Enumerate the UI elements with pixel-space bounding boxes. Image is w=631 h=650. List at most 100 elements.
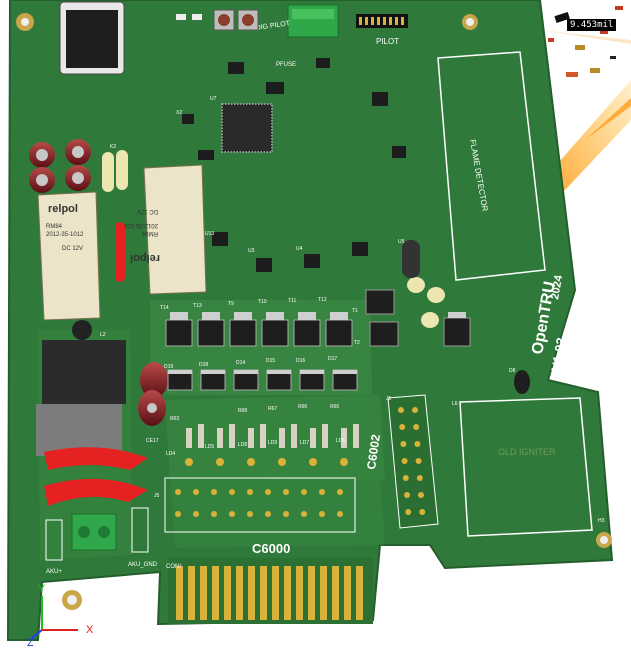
mosfet [261,319,289,347]
mosfet [229,319,257,347]
electrolytic-caps [29,139,168,426]
silkscreen-label: U13 [205,231,214,237]
header-pin [229,489,235,495]
silkscreen-label: LD6 [336,438,345,444]
diode-band [234,370,258,374]
axial-components [102,150,445,328]
aku-gnd-label: AKU_GND [128,562,158,568]
pin-header-j1: C6002 [364,394,439,529]
pin-header-j5 [164,477,356,533]
silkscreen-label: D8 [509,368,516,374]
resistor [229,424,235,448]
svg-text:relpol: relpol [130,252,160,264]
diode-band [168,370,192,374]
header-pin [337,489,343,495]
mosfet-tab [202,312,220,320]
header-pin [265,489,271,495]
svg-text:2012-35-1012: 2012-35-1012 [46,232,84,238]
silkscreen-label: K2 [110,144,116,150]
resistor [322,424,328,448]
silkscreen-label: U7 [210,96,217,102]
silkscreen-label: T10 [258,299,267,305]
silkscreen-label: J1 [386,396,392,402]
led-pad [247,458,255,466]
silkscreen-label: T12 [318,297,327,303]
svg-text:RM84: RM84 [141,230,158,236]
terminal-block: AKU+ AKU_GND CONI [45,507,181,575]
header-pin [402,475,409,481]
silkscreen-label: R68 [238,408,247,414]
axis-gizmo: Z Y X [27,583,94,649]
svg-text:2012-35-1012: 2012-35-1012 [120,222,158,228]
axis-z-label: Z [27,637,34,649]
header-pin [283,511,289,517]
header-pin [419,509,426,515]
edge-finger [248,566,255,620]
edge-finger [308,566,315,620]
silkscreen-label: T14 [160,305,169,311]
resistor [186,428,192,448]
measurement-readout: 9.453mil [567,19,617,31]
header-pin [301,511,307,517]
header-pin [398,407,404,413]
header-pin [175,511,181,517]
svg-text:DC 12V: DC 12V [62,246,83,252]
silkscreen-label: LD9 [268,440,277,446]
silkscreen-label: U5 [398,239,405,245]
resistor [260,424,266,448]
header-pin [399,424,406,430]
edge-finger [212,566,219,620]
header-pin [175,489,181,495]
pilot-label: PILOT [376,37,399,46]
header-pin [247,489,253,495]
header-pin [401,17,404,25]
relay-left: relpol RM84 2012-35-1012 DC 12V [37,191,101,321]
resistor [217,428,223,448]
silkscreen-label: L6 [452,401,458,407]
header-pin [319,489,325,495]
old-igniter-label: OLD IGNITER [498,447,556,457]
resistor [291,424,297,448]
mosfet [165,319,193,347]
header-pin [283,489,289,495]
diode-band [333,370,357,374]
edge-finger [296,566,303,620]
header-pin [365,17,368,25]
resistor [310,428,316,448]
silkscreen-label: R66 [298,404,307,410]
silkscreen-label: U3 [248,248,255,254]
led-pad [309,458,317,466]
led-pad [185,458,193,466]
silkscreen-label: T11 [288,298,296,304]
silkscreen-label: T9 [228,301,234,307]
header-label: C6002 [364,433,383,470]
header-pin [229,511,235,517]
led-pad [340,458,348,466]
led-pad [216,458,224,466]
header-pin [415,458,422,464]
edge-finger [200,566,207,620]
header-pin [193,511,199,517]
diode-band [267,370,291,374]
edge-finger [224,566,231,620]
header-pin [337,511,343,517]
edge-finger [320,566,327,620]
header-pin [301,489,307,495]
silkscreen-label: D17 [328,356,337,362]
resistor [341,428,347,448]
pfuse-label: PFUSE [276,62,296,68]
resistor [353,424,359,448]
edge-connector-label: C6000 [252,541,290,556]
header-pin [211,489,217,495]
header-pin [383,17,386,25]
led-pad [278,458,286,466]
mosfet [325,319,353,347]
resistor [279,428,285,448]
edge-finger [332,566,339,620]
edge-finger [260,566,267,620]
edge-finger [272,566,279,620]
inductor-l2 [36,320,126,456]
silkscreen-label: LD4 [166,451,175,457]
edge-finger [188,566,195,620]
